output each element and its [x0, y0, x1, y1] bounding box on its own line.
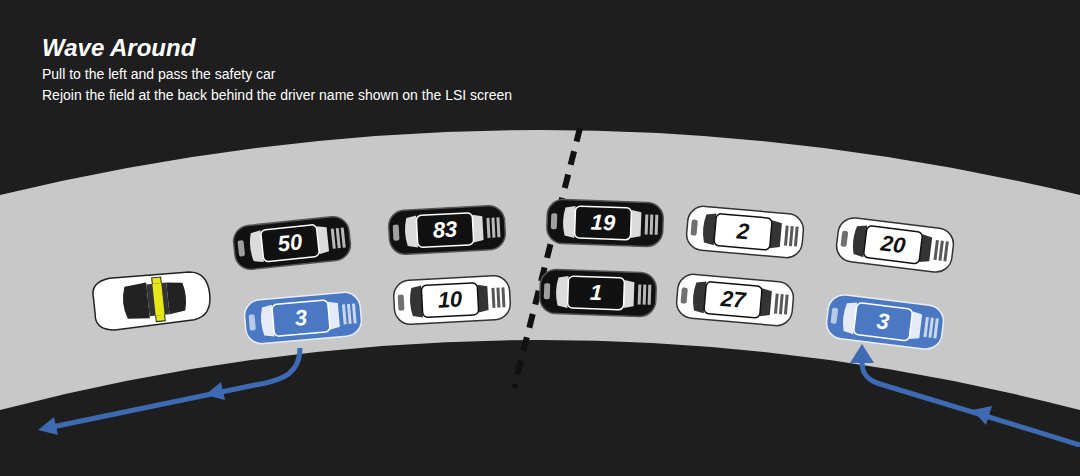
race-car: 19 — [544, 195, 666, 251]
car-number: 1 — [567, 276, 624, 310]
race-car: 10 — [391, 271, 514, 329]
car-number: 27 — [704, 281, 763, 318]
car-number: 19 — [574, 206, 631, 240]
safety-car — [91, 268, 212, 332]
race-car: 3 — [241, 287, 365, 349]
car-number: 83 — [416, 213, 474, 248]
instruction-text: Rejoin the field at the back behind the … — [42, 87, 512, 103]
car-number: 50 — [260, 224, 319, 262]
car-number: 3 — [272, 300, 331, 337]
path-arrow — [52, 348, 1080, 445]
car-number: 2 — [714, 213, 773, 250]
track — [0, 130, 1080, 410]
race-car: 27 — [673, 269, 797, 331]
race-car: 83 — [386, 201, 509, 259]
line-dash — [514, 128, 580, 388]
instruction-text: Pull to the left and pass the safety car — [42, 66, 275, 82]
car-number: 20 — [863, 225, 922, 264]
car-number: 10 — [421, 283, 479, 318]
title: Wave Around — [42, 34, 195, 62]
arrow-head — [38, 344, 992, 435]
race-car: 2 — [683, 201, 807, 263]
race-car: 1 — [537, 265, 659, 321]
car-number: 3 — [853, 302, 912, 341]
